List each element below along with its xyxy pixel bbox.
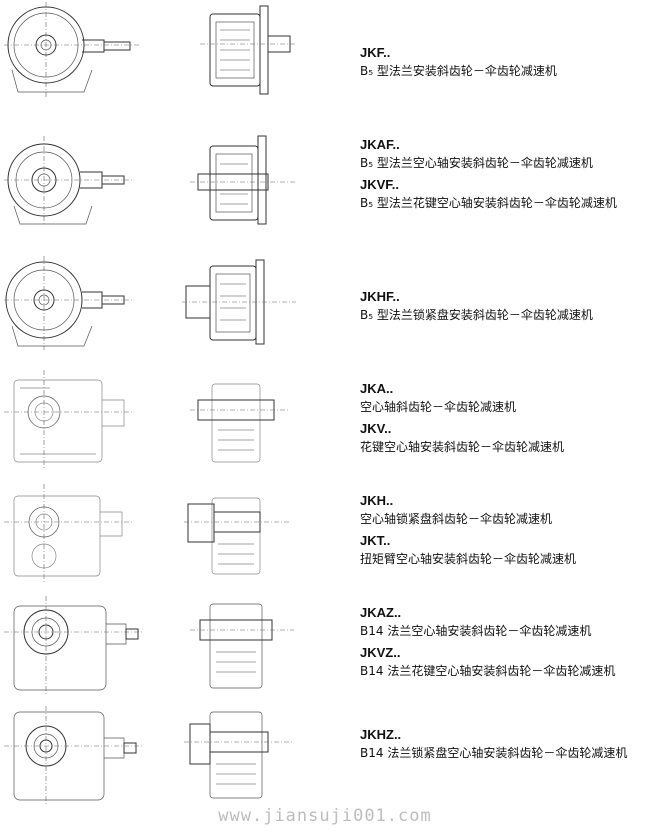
side-view-drawing (4, 706, 144, 806)
model-code: JKVZ.. (360, 645, 401, 660)
model-code: JKVF.. (360, 177, 400, 192)
product-row-jkaf: JKAF.. B₅ 型法兰空心轴安装斜齿轮－伞齿轮减速机 JKVF.. B₅ 型… (0, 128, 650, 238)
side-view-drawing (4, 484, 144, 584)
model-description: B14 法兰空心轴安装斜齿轮－伞齿轮减速机 (360, 624, 592, 638)
product-descriptions: JKAF.. B₅ 型法兰空心轴安装斜齿轮－伞齿轮减速机 JKVF.. B₅ 型… (360, 136, 617, 216)
model-code: JKAZ.. (360, 605, 402, 620)
model-description: B₅ 型法兰安装斜齿轮－伞齿轮减速机 (360, 64, 557, 78)
side-view-drawing (4, 252, 144, 352)
product-descriptions: JKHF.. B₅ 型法兰锁紧盘安装斜齿轮－伞齿轮减速机 (360, 288, 593, 328)
model-description: B14 法兰锁紧盘空心轴安装斜齿轮－伞齿轮减速机 (360, 746, 628, 760)
product-descriptions: JKAZ.. B14 法兰空心轴安装斜齿轮－伞齿轮减速机 JKVZ.. B14 … (360, 604, 615, 684)
model-code: JKV.. (360, 421, 392, 436)
model-code: JKAF.. (360, 137, 400, 152)
model-code: JKHZ.. (360, 727, 402, 742)
side-view-drawing (4, 0, 144, 100)
front-view-drawing (180, 706, 300, 806)
front-view-drawing (180, 252, 300, 352)
product-row-jka: JKA.. 空心轴斜齿轮－伞齿轮减速机 JKV.. 花键空心轴安装斜齿轮－伞齿轮… (0, 370, 650, 475)
model-code: JKHF.. (360, 289, 400, 304)
front-view-drawing (180, 484, 300, 584)
model-description: 花键空心轴安装斜齿轮－伞齿轮减速机 (360, 440, 565, 454)
product-row-jkf: JKF.. B₅ 型法兰安装斜齿轮－伞齿轮减速机 (0, 0, 650, 110)
product-descriptions: JKHZ.. B14 法兰锁紧盘空心轴安装斜齿轮－伞齿轮减速机 (360, 726, 627, 766)
model-description: 扭矩臂空心轴安装斜齿轮－伞齿轮减速机 (360, 552, 577, 566)
model-description: 空心轴斜齿轮－伞齿轮减速机 (360, 400, 517, 414)
model-description: 空心轴锁紧盘斜齿轮－伞齿轮减速机 (360, 512, 553, 526)
model-code: JKT.. (360, 533, 391, 548)
product-descriptions: JKF.. B₅ 型法兰安装斜齿轮－伞齿轮减速机 (360, 44, 557, 84)
watermark-url: www.jiansuji001.com (218, 806, 432, 826)
model-description: B₅ 型法兰锁紧盘安装斜齿轮－伞齿轮减速机 (360, 308, 593, 322)
product-row-jkhf: JKHF.. B₅ 型法兰锁紧盘安装斜齿轮－伞齿轮减速机 (0, 252, 650, 357)
model-code: JKF.. (360, 45, 391, 60)
model-description: B₅ 型法兰空心轴安装斜齿轮－伞齿轮减速机 (360, 156, 593, 170)
model-code: JKA.. (360, 381, 394, 396)
product-row-jkhz: JKHZ.. B14 法兰锁紧盘空心轴安装斜齿轮－伞齿轮减速机 (0, 706, 650, 806)
front-view-drawing (180, 128, 300, 228)
product-descriptions: JKH.. 空心轴锁紧盘斜齿轮－伞齿轮减速机 JKT.. 扭矩臂空心轴安装斜齿轮… (360, 492, 576, 572)
front-view-drawing (180, 0, 300, 100)
model-description: B₅ 型法兰花键空心轴安装斜齿轮－伞齿轮减速机 (360, 196, 617, 210)
front-view-drawing (180, 596, 300, 696)
model-code: JKH.. (360, 493, 394, 508)
side-view-drawing (4, 128, 144, 228)
product-descriptions: JKA.. 空心轴斜齿轮－伞齿轮减速机 JKV.. 花键空心轴安装斜齿轮－伞齿轮… (360, 380, 564, 460)
side-view-drawing (4, 596, 144, 696)
product-row-jkh: JKH.. 空心轴锁紧盘斜齿轮－伞齿轮减速机 JKT.. 扭矩臂空心轴安装斜齿轮… (0, 484, 650, 589)
product-row-jkaz: JKAZ.. B14 法兰空心轴安装斜齿轮－伞齿轮减速机 JKVZ.. B14 … (0, 596, 650, 701)
front-view-drawing (180, 370, 300, 470)
model-description: B14 法兰花键空心轴安装斜齿轮－伞齿轮减速机 (360, 664, 616, 678)
side-view-drawing (4, 370, 144, 470)
